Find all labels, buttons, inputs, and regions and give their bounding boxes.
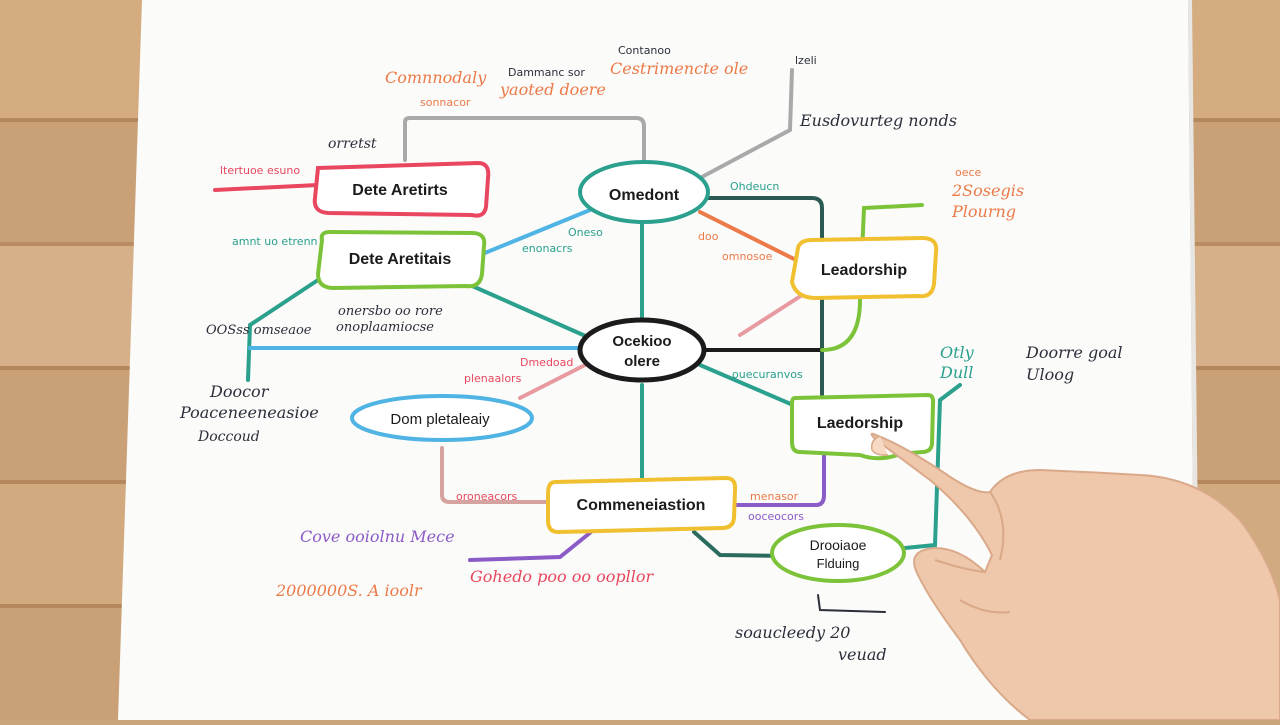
note-center-small-a: Oneso xyxy=(568,226,603,239)
center-label-line1: Ocekioo xyxy=(612,333,671,350)
note-center-small-e: plenaalors xyxy=(464,372,522,385)
node-communication: Commeneiastion xyxy=(546,475,738,535)
note-center-small-f: ouecuranvos xyxy=(732,368,803,381)
note-top-left-a: Comnnodaly xyxy=(385,68,487,87)
note-left-block-c: Poaceneeneasioe xyxy=(179,403,319,422)
note-bottom-right-a: soaucleedy 20 xyxy=(735,623,850,642)
note-center-small-d: Dmedoad xyxy=(520,356,573,369)
note-left-small-a: orretst xyxy=(328,136,377,152)
note-left-small-b: ltertuoe esuno xyxy=(220,164,300,177)
node-red-box: Dete Aretirts xyxy=(312,160,491,218)
note-mid-a: onersbo oo rore xyxy=(338,304,443,319)
note-left-block-b: Doocor xyxy=(209,382,270,401)
note-right-mid-b: Dull xyxy=(939,363,973,382)
node-leadership-yellow: Leadorship xyxy=(789,235,939,301)
note-top-center-c: lzeli xyxy=(795,54,817,67)
note-right-mid-a: Otly xyxy=(940,343,975,362)
note-right-orange-b: 2Sosegis xyxy=(951,181,1024,200)
note-right-small-c: menasor xyxy=(750,490,799,503)
blue-ellipse-label: Dom pletaleaiy xyxy=(390,411,490,428)
pointing-hand xyxy=(870,432,1280,720)
center-label-line2: olere xyxy=(624,353,660,370)
communication-label: Commeneiastion xyxy=(577,497,706,514)
note-right-orange-c: Plourng xyxy=(951,202,1016,221)
node-leadership-green: Laedorship xyxy=(790,392,936,461)
note-left-block-a: OOSss omseaoe xyxy=(206,323,312,338)
note-left-mid: amnt uo etrenn xyxy=(232,235,318,248)
red-box-label: Dete Aretirts xyxy=(352,182,448,199)
leadership-green-label: Laedorship xyxy=(817,415,903,432)
connector-lines xyxy=(213,68,962,613)
node-top-ellipse: Omedont xyxy=(578,160,710,224)
top-ellipse-label: Omedont xyxy=(609,187,680,204)
note-top-center-a: Contanoo xyxy=(618,44,671,57)
note-top-left-c: yaoted doere xyxy=(499,80,606,99)
note-top-right: Eusdovurteg nonds xyxy=(799,111,957,130)
node-bottom-ellipse: Drooiaoe Flduing xyxy=(770,523,906,583)
note-top-left-d: sonnacor xyxy=(420,96,471,109)
note-left-block-d: Doccoud xyxy=(197,429,260,445)
note-bottom-small-b: ooceocors xyxy=(748,510,804,523)
handwritten-notes: Comnnodaly Dammanc sor yaoted doere sonn… xyxy=(179,44,1122,664)
note-bottom-left-purple: Cove ooiolnu Mece xyxy=(300,527,455,546)
note-right-small-b: omnosoe xyxy=(722,250,773,263)
bottom-ellipse-line1: Drooiaoe xyxy=(810,537,867,553)
note-mid-b: onoplaamiocse xyxy=(336,320,434,335)
note-top-left-b: Dammanc sor xyxy=(508,66,585,79)
leadership-yellow-label: Leadorship xyxy=(821,262,907,279)
note-right-mid-d: Uloog xyxy=(1026,365,1074,384)
note-center-small-b: enonacrs xyxy=(522,242,573,255)
note-right-mid-c: Doorre goal xyxy=(1025,343,1122,362)
note-bottom-center: Gohedo poo oo oopllor xyxy=(470,567,654,586)
node-blue-ellipse: Dom pletaleaiy xyxy=(350,394,534,442)
note-center-small-c: Ohdeucn xyxy=(730,180,779,193)
node-center: Ocekioo olere xyxy=(577,317,707,383)
note-bottom-small-a: oroneacors xyxy=(456,490,518,503)
note-bottom-left-orange: 2000000S. A ioolr xyxy=(275,581,423,600)
node-green-box: Dete Aretitais xyxy=(315,229,487,291)
note-right-small-a: doo xyxy=(698,230,719,243)
note-bottom-right-b: veuad xyxy=(838,645,887,664)
bottom-ellipse-line2: Flduing xyxy=(817,556,860,571)
note-right-orange-a: oece xyxy=(955,166,982,179)
green-box-label: Dete Aretitais xyxy=(349,251,452,268)
note-top-center-b: Cestrimencte ole xyxy=(610,59,748,78)
